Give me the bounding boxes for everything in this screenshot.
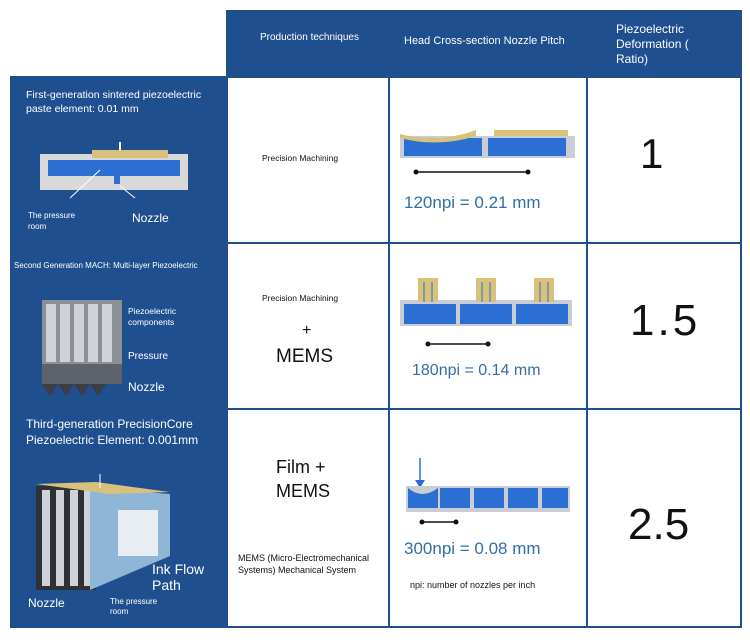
grid-v-3 (586, 10, 588, 628)
row1-nozzle-label: Nozzle (132, 211, 169, 225)
header-production-label: Production techniques (260, 32, 359, 43)
row2-pressure-label: Pressure (128, 351, 169, 362)
row2-nozzle-label: Nozzle (128, 380, 165, 394)
row2-title: Second Generation MACH: Multi-layer Piez… (14, 261, 198, 270)
header-cross-section-label: Head Cross-section Nozzle Pitch (404, 35, 565, 47)
row2-pitch: 180npi = 0.14 mm (412, 362, 541, 379)
row2-cross-section (400, 278, 572, 347)
row2-components-label: Piezoelectric components (128, 306, 177, 327)
row3-nozzle-label: Nozzle (28, 596, 65, 610)
row2-ratio: 1.5 (630, 296, 701, 345)
row3-title: Third-generation PrecisionCore Piezoelec… (26, 417, 199, 447)
header-deformation: Piezoelectric Deformation ( Ratio) (588, 10, 740, 76)
row3-element-diagram (36, 474, 170, 590)
row2-technique-plus: + (302, 322, 312, 339)
grid-v-4 (740, 10, 742, 628)
row3-technique-big: Film + MEMS (276, 457, 330, 501)
header-cross-section: Head Cross-section Nozzle Pitch (390, 10, 586, 76)
row3-pressure-room-label: The pressure room (110, 597, 158, 616)
row1-cross-section (400, 130, 575, 175)
header-production: Production techniques (228, 10, 388, 76)
row1-technique: Precision Machining (262, 153, 339, 163)
row1-ratio: 1 (640, 130, 664, 177)
grid-h-2 (10, 242, 742, 244)
grid-h-4 (10, 626, 742, 628)
row3-ratio: 2.5 (628, 500, 690, 549)
row2-technique-small: Precision Machining (262, 293, 339, 303)
grid-v-1 (226, 10, 228, 628)
row2-element-diagram (42, 300, 122, 396)
row1-title: First-generation sintered piezoelectric … (26, 89, 202, 115)
row1-element-diagram (40, 142, 188, 199)
grid-v-2 (388, 10, 390, 628)
row3-npi-note: npi: number of nozzles per inch (410, 580, 536, 590)
row3-ink-flow-label: Ink Flow Path (152, 561, 205, 593)
grid-h-3 (10, 408, 742, 410)
row1-pitch: 120npi = 0.21 mm (404, 193, 541, 212)
grid-h-1 (226, 76, 742, 78)
row3-cross-section (406, 458, 570, 525)
row3-pitch: 300npi = 0.08 mm (404, 539, 541, 558)
row1-pressure-room-label: The pressure room (28, 211, 76, 231)
row2-technique-big: MEMS (276, 346, 333, 367)
row3-technique-note: MEMS (Micro-Electromechanical Systems) M… (238, 553, 370, 575)
header-deformation-label: Piezoelectric Deformation ( Ratio) (616, 22, 689, 66)
